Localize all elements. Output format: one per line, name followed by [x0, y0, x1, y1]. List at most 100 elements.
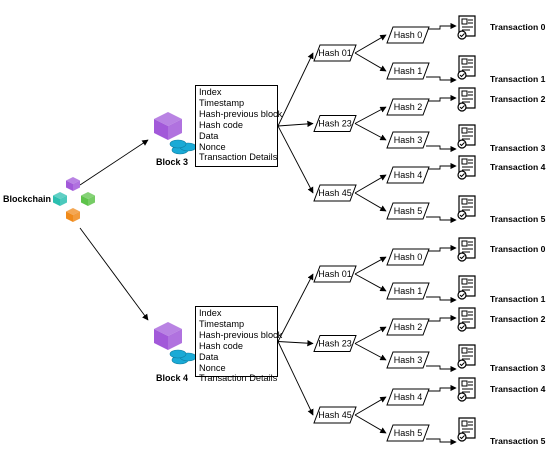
hash-node-shape	[386, 131, 430, 149]
hash-node-label: Hash 1	[394, 66, 423, 76]
hash-node-level2: Hash 2	[386, 98, 430, 116]
transaction-doc-icon	[457, 237, 476, 262]
block-field: Transaction Details	[199, 152, 278, 163]
transaction-doc-icon	[457, 344, 476, 369]
block-coins-icon	[169, 139, 197, 155]
transaction-doc-icon	[457, 15, 476, 40]
hash-to-transaction-arrow	[426, 216, 457, 224]
block-field: Transaction Details	[199, 373, 278, 384]
transaction-doc-icon	[457, 155, 476, 180]
hash-to-transaction-arrow	[426, 76, 457, 84]
transaction-label: Transaction 2	[490, 314, 546, 324]
hash-node-label: Hash 0	[394, 30, 423, 40]
block-field: Index	[199, 308, 222, 318]
transaction-label: Transaction 4	[490, 162, 546, 172]
hash-node-level2: Hash 2	[386, 318, 430, 336]
transaction-label: Transaction 0	[490, 22, 546, 32]
block-field: Hash-previous block	[199, 329, 283, 340]
block-field: Timestamp	[199, 318, 245, 329]
hash-node-label: Hash 01	[318, 48, 352, 58]
hash-node-level1: Hash 23	[313, 115, 357, 132]
nodes: Hash 01 Hash 0 Transaction 0 Hash 1 Transact…	[53, 15, 546, 446]
transaction-doc-icon	[457, 417, 476, 442]
hash-node-level1: Hash 01	[313, 44, 357, 62]
hash-node-shape	[386, 248, 430, 266]
hash-node-level2: Hash 3	[386, 131, 430, 149]
root-cube-purple	[66, 177, 80, 191]
transaction-doc-icon	[457, 55, 476, 80]
hash-node-shape	[313, 44, 357, 62]
hash-node-level1: Hash 23	[313, 335, 357, 352]
hash-node-level1: Hash 45	[313, 406, 357, 424]
transaction-label: Transaction 1	[490, 74, 546, 84]
block-field: Data	[199, 351, 219, 362]
hash-node-level2: Hash 5	[386, 202, 430, 220]
block-field: Hash code	[199, 340, 243, 351]
transaction-label: Transaction 1	[490, 294, 546, 304]
box-to-hash-arrow	[277, 52, 314, 127]
hash-node-shape	[386, 318, 430, 336]
hash-node-shape	[313, 335, 357, 352]
hash-node-label: Hash 23	[318, 119, 352, 129]
hash-to-hash-arrow	[354, 414, 387, 434]
hash-node-shape	[313, 115, 357, 132]
box-to-hash-arrow	[277, 120, 314, 128]
hash-node-level1: Hash 01	[313, 265, 357, 283]
hash-node-label: Hash 1	[394, 286, 423, 296]
hash-node-level2: Hash 0	[386, 248, 430, 266]
hash-to-transaction-arrow	[426, 94, 457, 102]
hash-node-shape	[386, 166, 430, 184]
hash-node-level2: Hash 0	[386, 26, 430, 44]
block-cube-icon	[154, 322, 182, 350]
hash-node-level2: Hash 4	[386, 166, 430, 184]
hash-node-level2: Hash 3	[386, 351, 430, 369]
edges	[79, 22, 457, 446]
hash-to-transaction-arrow	[426, 162, 457, 170]
hash-to-hash-arrow	[354, 396, 387, 416]
transaction-doc-icon	[457, 195, 476, 220]
hash-to-hash-arrow	[354, 326, 387, 344]
hash-node-label: Hash 5	[394, 428, 423, 438]
hash-to-hash-arrow	[354, 343, 387, 361]
transaction-doc-icon	[457, 124, 476, 149]
hash-to-transaction-arrow	[426, 22, 457, 30]
block-cube-icon	[154, 112, 182, 140]
transaction-label: Transaction 5	[490, 436, 546, 446]
hash-to-transaction-arrow	[426, 438, 457, 446]
hash-node-label: Hash 5	[394, 206, 423, 216]
hash-node-level1: Hash 45	[313, 184, 357, 202]
root-cube-green	[81, 192, 95, 206]
block-label: Block 3	[156, 157, 189, 167]
transaction-doc-icon	[457, 377, 476, 402]
hash-node-shape	[386, 351, 430, 369]
hash-node-shape	[313, 184, 357, 202]
hash-to-transaction-arrow	[426, 384, 457, 392]
root-label: Blockchain	[3, 194, 52, 204]
box-to-hash-arrow	[277, 341, 314, 416]
hash-to-transaction-arrow	[426, 244, 457, 252]
hash-to-hash-arrow	[354, 106, 387, 124]
root-to-block-arrow	[79, 227, 149, 321]
hash-node-shape	[386, 98, 430, 116]
hash-node-label: Hash 3	[394, 135, 423, 145]
hash-node-shape	[386, 388, 430, 406]
hash-node-label: Hash 01	[318, 269, 352, 279]
hash-node-shape	[313, 406, 357, 424]
hash-node-label: Hash 4	[394, 392, 423, 402]
hash-node-level2: Hash 1	[386, 282, 430, 300]
block-field: Hash-previous block	[199, 108, 283, 119]
hash-to-hash-arrow	[354, 192, 387, 212]
hash-to-transaction-arrow	[426, 314, 457, 322]
hash-to-transaction-arrow	[426, 145, 457, 153]
hash-node-shape	[386, 202, 430, 220]
hash-node-label: Hash 45	[318, 410, 352, 420]
transaction-doc-icon	[457, 87, 476, 112]
hash-node-shape	[386, 282, 430, 300]
transaction-doc-icon	[457, 275, 476, 300]
hash-node-level2: Hash 1	[386, 62, 430, 80]
transaction-label: Transaction 0	[490, 244, 546, 254]
box-to-hash-arrow	[277, 125, 314, 194]
hash-node-shape	[386, 424, 430, 442]
